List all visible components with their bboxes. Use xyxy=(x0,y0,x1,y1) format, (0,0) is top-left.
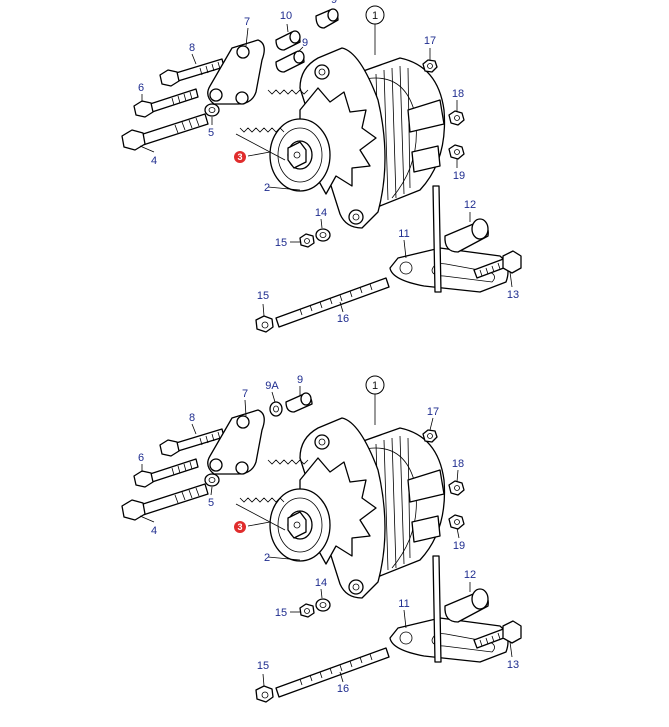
label-13-bottom: 13 xyxy=(507,659,519,671)
label-2: 2 xyxy=(264,182,270,194)
callout-highlight-3 xyxy=(234,151,246,163)
label-17-bottom: 17 xyxy=(427,406,439,418)
label-1-bottom: 1 xyxy=(372,380,378,392)
label-3: 3 xyxy=(237,152,242,162)
callout-circle-1-bottom xyxy=(365,375,385,395)
label-18-bottom: 18 xyxy=(452,458,464,470)
label-6: 6 xyxy=(138,82,144,94)
label-9-top: 9 xyxy=(331,0,337,6)
diagram-bottom: 1 3 7 9A 9 8 6 5 4 17 18 19 2 14 15 12 1… xyxy=(121,374,522,703)
label-11: 11 xyxy=(398,228,409,240)
label-4-bottom: 4 xyxy=(151,525,157,537)
label-8: 8 xyxy=(189,42,195,54)
label-15-nut: 15 xyxy=(275,237,287,249)
alternator-assembly-bottom xyxy=(121,409,522,703)
label-9-bottom: 9 xyxy=(297,374,303,386)
label-12: 12 xyxy=(464,199,476,211)
label-15-nut-bottom: 15 xyxy=(275,607,287,619)
label-14: 14 xyxy=(315,207,327,219)
label-12-bottom: 12 xyxy=(464,569,476,581)
label-16-bottom: 16 xyxy=(337,683,349,695)
label-18: 18 xyxy=(452,88,464,100)
label-11-bottom: 11 xyxy=(398,598,409,610)
label-8-bottom: 8 xyxy=(189,412,195,424)
alternator-assembly-top xyxy=(121,39,522,333)
label-14-bottom: 14 xyxy=(315,577,327,589)
label-7: 7 xyxy=(244,16,250,28)
leader-lines-bottom xyxy=(139,386,513,687)
spacer-parts-bottom xyxy=(269,392,313,417)
label-15-stud-bottom: 15 xyxy=(257,660,269,672)
label-9A-bottom: 9A xyxy=(265,380,279,392)
label-2-bottom: 2 xyxy=(264,552,270,564)
label-1: 1 xyxy=(372,10,378,22)
label-16: 16 xyxy=(337,313,349,325)
label-19-bottom: 19 xyxy=(453,540,465,552)
leader-lines-top xyxy=(139,23,513,317)
label-4: 4 xyxy=(151,155,157,167)
label-17: 17 xyxy=(424,35,436,47)
callout-highlight-3-bottom xyxy=(234,521,246,533)
label-15-stud: 15 xyxy=(257,290,269,302)
label-9: 9 xyxy=(302,37,308,49)
label-13: 13 xyxy=(507,289,519,301)
label-3-bottom: 3 xyxy=(237,522,242,532)
callout-circle-1 xyxy=(365,5,385,25)
label-19: 19 xyxy=(453,170,465,182)
label-10: 10 xyxy=(280,10,292,22)
label-5-bottom: 5 xyxy=(208,497,214,509)
label-5: 5 xyxy=(208,127,214,139)
label-7-bottom: 7 xyxy=(242,388,248,400)
label-6-bottom: 6 xyxy=(138,452,144,464)
diagram-top: 1 3 7 10 9 9 8 6 5 4 17 18 19 2 14 15 12… xyxy=(121,0,522,333)
